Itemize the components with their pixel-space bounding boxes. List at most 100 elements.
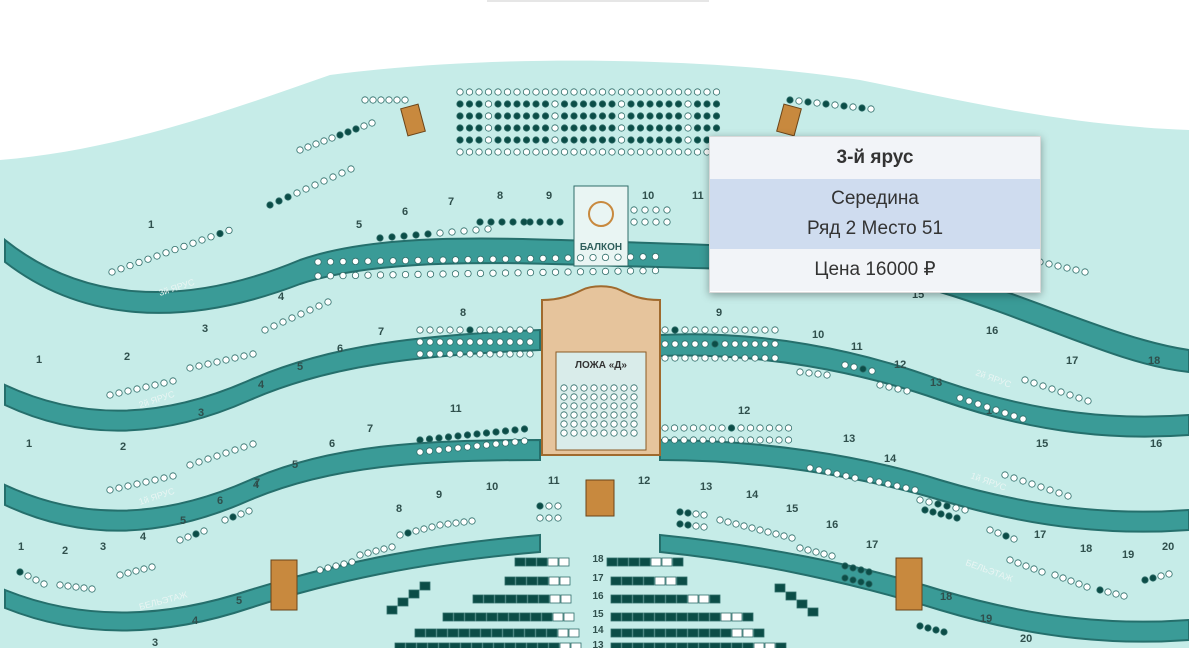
seat[interactable] <box>108 268 116 276</box>
seat[interactable] <box>665 594 677 604</box>
seat[interactable] <box>329 173 337 181</box>
seat[interactable] <box>449 642 461 648</box>
seat[interactable] <box>117 265 125 273</box>
seat[interactable] <box>279 318 287 326</box>
seat[interactable] <box>456 326 464 334</box>
seat[interactable] <box>361 96 369 104</box>
seat[interactable] <box>570 112 578 120</box>
seat[interactable] <box>153 252 161 260</box>
seat[interactable] <box>376 271 385 279</box>
seat[interactable] <box>504 576 516 586</box>
seat[interactable] <box>541 124 550 132</box>
seat[interactable] <box>532 112 540 120</box>
seat[interactable] <box>503 100 512 108</box>
seat[interactable] <box>701 354 709 362</box>
seat[interactable] <box>703 124 711 132</box>
seat[interactable] <box>691 326 699 334</box>
seat[interactable] <box>693 88 702 96</box>
seat[interactable] <box>731 354 739 362</box>
seat[interactable] <box>628 557 640 567</box>
seat[interactable] <box>436 338 444 346</box>
seat[interactable] <box>589 124 597 132</box>
seat[interactable] <box>921 506 929 514</box>
seat[interactable] <box>502 628 514 638</box>
seat[interactable] <box>570 393 578 401</box>
seat[interactable] <box>545 502 553 510</box>
seat[interactable] <box>293 189 301 197</box>
seat[interactable] <box>652 218 660 226</box>
seat[interactable] <box>724 518 732 526</box>
seat[interactable] <box>804 98 812 106</box>
seat[interactable] <box>522 88 531 96</box>
seat[interactable] <box>672 557 684 567</box>
seat[interactable] <box>1019 415 1027 423</box>
seat[interactable] <box>564 254 572 262</box>
seat[interactable] <box>560 112 569 120</box>
seat[interactable] <box>494 112 502 120</box>
seat[interactable] <box>775 436 783 444</box>
seat[interactable] <box>532 100 540 108</box>
seat[interactable] <box>458 628 470 638</box>
seat[interactable] <box>426 350 434 358</box>
seat[interactable] <box>115 484 123 492</box>
seat[interactable] <box>526 338 534 346</box>
seat[interactable] <box>676 642 688 648</box>
seat[interactable] <box>698 642 710 648</box>
seat[interactable] <box>580 402 588 410</box>
seat[interactable] <box>530 612 542 622</box>
seat[interactable] <box>700 523 708 531</box>
seat[interactable] <box>1081 268 1089 276</box>
seat[interactable] <box>661 436 669 444</box>
seat[interactable] <box>526 642 538 648</box>
seat[interactable] <box>610 612 622 622</box>
seat[interactable] <box>608 124 616 132</box>
seat[interactable] <box>496 350 504 358</box>
seat[interactable] <box>712 124 721 132</box>
seat[interactable] <box>40 580 48 588</box>
seat[interactable] <box>513 136 521 144</box>
seat[interactable] <box>916 496 924 504</box>
seat[interactable] <box>551 254 560 262</box>
seat[interactable] <box>324 564 332 572</box>
seat[interactable] <box>427 642 439 648</box>
seat[interactable] <box>476 269 485 277</box>
seat[interactable] <box>416 448 424 456</box>
seat[interactable] <box>674 112 683 120</box>
seat[interactable] <box>570 429 578 437</box>
seat[interactable] <box>546 218 554 226</box>
seat[interactable] <box>465 148 474 156</box>
seat[interactable] <box>425 447 434 455</box>
seat[interactable] <box>519 612 531 622</box>
seat[interactable] <box>344 128 352 136</box>
seat[interactable] <box>548 576 560 586</box>
seat[interactable] <box>306 306 314 314</box>
seat[interactable] <box>650 557 662 567</box>
seat[interactable] <box>636 136 645 144</box>
seat[interactable] <box>621 628 633 638</box>
seat[interactable] <box>454 432 462 440</box>
seat[interactable] <box>681 326 689 334</box>
seat[interactable] <box>1064 492 1072 500</box>
seat[interactable] <box>1067 577 1075 585</box>
seat[interactable] <box>401 270 410 279</box>
seat[interactable] <box>598 136 607 144</box>
seat[interactable] <box>665 576 677 586</box>
seat[interactable] <box>541 136 550 144</box>
seat[interactable] <box>994 529 1002 537</box>
seat[interactable] <box>580 384 588 392</box>
seat[interactable] <box>465 124 474 132</box>
seat[interactable] <box>204 455 212 463</box>
seat[interactable] <box>514 269 522 277</box>
seat[interactable] <box>831 101 839 109</box>
seat[interactable] <box>184 533 192 541</box>
seat[interactable] <box>501 439 510 447</box>
seat[interactable] <box>180 242 188 250</box>
seat[interactable] <box>520 425 529 433</box>
seat[interactable] <box>663 218 671 226</box>
seat[interactable] <box>600 402 608 410</box>
seat[interactable] <box>570 136 578 144</box>
seat[interactable] <box>221 516 229 524</box>
seat[interactable] <box>693 124 702 132</box>
seat[interactable] <box>589 88 597 96</box>
seat[interactable] <box>709 628 721 638</box>
